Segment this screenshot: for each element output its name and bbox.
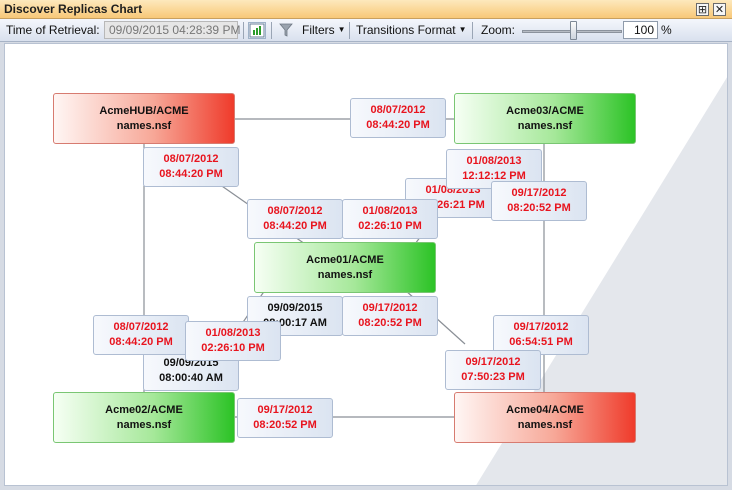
server-node-acme04[interactable]: Acme04/ACME names.nsf bbox=[454, 392, 636, 443]
close-icon[interactable]: ✕ bbox=[713, 3, 726, 16]
dropdown-caret-icon: ▼ bbox=[337, 25, 346, 34]
server-node-acme03[interactable]: Acme03/ACME names.nsf bbox=[454, 93, 636, 144]
database-name: names.nsf bbox=[517, 120, 573, 132]
database-name: names.nsf bbox=[116, 419, 172, 431]
database-name: names.nsf bbox=[116, 120, 172, 132]
zoom-label: Zoom: bbox=[481, 23, 516, 37]
retrieval-time-field: 09/09/2015 04:28:39 PM bbox=[104, 21, 240, 39]
retrieval-label: Time of Retrieval: bbox=[6, 23, 100, 37]
zoom-input[interactable] bbox=[623, 21, 658, 39]
window-title: Discover Replicas Chart bbox=[4, 2, 143, 16]
toolbar-separator bbox=[271, 22, 272, 39]
toolbar-separator bbox=[472, 22, 473, 39]
bar-chart-icon[interactable] bbox=[248, 22, 266, 39]
server-name: Acme01/ACME bbox=[306, 254, 384, 266]
pin-icon[interactable]: ⊞ bbox=[696, 3, 709, 16]
zoom-unit-label: % bbox=[661, 23, 672, 37]
server-node-acmehub[interactable]: AcmeHUB/ACME names.nsf bbox=[53, 93, 235, 144]
dropdown-caret-icon: ▼ bbox=[458, 25, 467, 34]
toolbar: Time of Retrieval: 09/09/2015 04:28:39 P… bbox=[0, 19, 732, 42]
toolbar-separator bbox=[349, 22, 350, 39]
server-node-acme01[interactable]: Acme01/ACME names.nsf bbox=[254, 242, 436, 293]
server-name: Acme03/ACME bbox=[506, 105, 584, 117]
window-titlebar: Discover Replicas Chart ⊞ ✕ bbox=[0, 0, 732, 19]
server-name: Acme04/ACME bbox=[506, 404, 584, 416]
filter-icon bbox=[279, 23, 293, 40]
transitions-format-menu[interactable]: Transitions Format▼ bbox=[356, 23, 467, 37]
server-node-acme02[interactable]: Acme02/ACME names.nsf bbox=[53, 392, 235, 443]
server-name: Acme02/ACME bbox=[105, 404, 183, 416]
database-name: names.nsf bbox=[317, 269, 373, 281]
filters-menu[interactable]: Filters▼ bbox=[302, 23, 346, 37]
toolbar-separator bbox=[243, 22, 244, 39]
database-name: names.nsf bbox=[517, 419, 573, 431]
zoom-slider-thumb[interactable] bbox=[570, 21, 577, 40]
server-name: AcmeHUB/ACME bbox=[99, 105, 189, 117]
